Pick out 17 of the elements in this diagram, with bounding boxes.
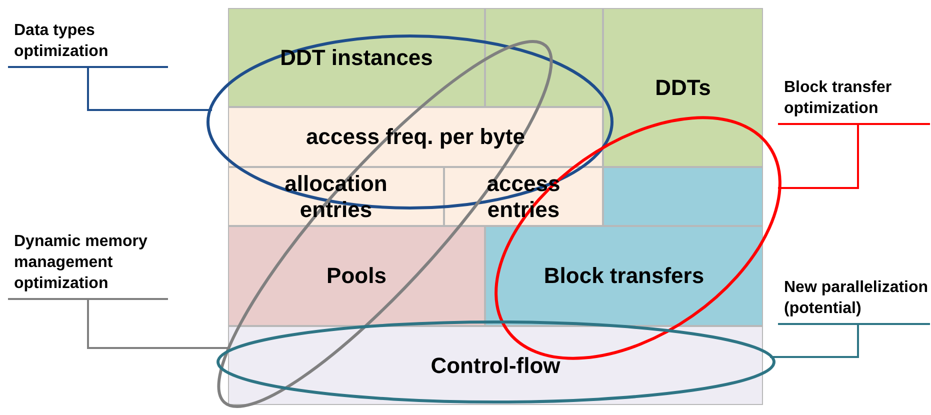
region-label: access freq. per byte: [306, 124, 525, 150]
region-label: allocation entries: [284, 170, 388, 222]
region-label: DDT instances: [280, 44, 433, 70]
connector-line: [87, 300, 230, 349]
region-box: [603, 8, 763, 167]
region-label: Pools: [326, 263, 386, 289]
connector-line: [87, 68, 212, 111]
optimization-label: Data types optimization: [14, 21, 110, 62]
region-label: Control-flow: [430, 352, 560, 378]
connector-line: [778, 125, 859, 189]
region-box: [228, 8, 485, 107]
connector-line: [770, 325, 859, 358]
region-label: Block transfers: [544, 263, 704, 289]
optimization-label: New parallelization (potential): [784, 278, 930, 319]
optimization-label: Block transfer optimization: [784, 78, 893, 119]
optimization-label: Dynamic memory management optimization: [14, 232, 148, 294]
region-label: DDTs: [655, 74, 711, 100]
